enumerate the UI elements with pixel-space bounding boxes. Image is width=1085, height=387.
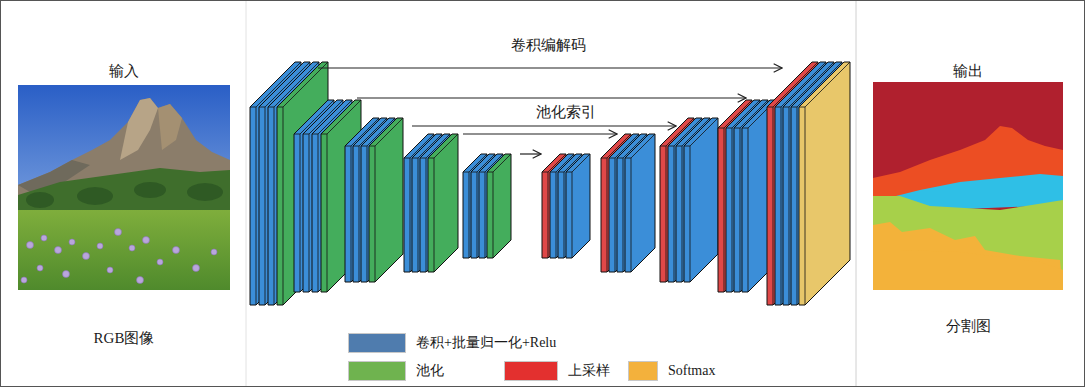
segmentation-map: [873, 82, 1063, 290]
layer-face: [799, 62, 850, 305]
pooling-index-label: 池化索引: [532, 103, 600, 123]
pooling-index-arrow: [412, 125, 676, 126]
panel-heading: 输出: [953, 62, 983, 82]
layer-edge: [684, 118, 718, 282]
layer-slab: [799, 62, 850, 305]
pooling-index-arrow: [520, 153, 541, 154]
image-panel: 输入 RGB图像: [14, 62, 234, 348]
image-panel: 输出分割图: [868, 62, 1068, 336]
connection-label: 卷积编解码: [507, 36, 590, 56]
layer-edge: [487, 154, 511, 258]
layer-face: [625, 134, 655, 272]
layer-edge: [369, 118, 403, 282]
legend-swatch: [348, 361, 406, 381]
skip-arrows: [318, 68, 782, 154]
layer-face: [566, 154, 590, 258]
layer-edge: [625, 134, 655, 272]
legend-text: Softmax: [668, 361, 715, 381]
legend-text: 池化: [416, 361, 444, 381]
layer-face: [487, 154, 511, 258]
layer-face: [369, 118, 403, 282]
input-photo: [18, 85, 230, 290]
legend-swatch: [348, 333, 406, 353]
legend-swatch: [504, 361, 558, 381]
layer-slab: [487, 154, 511, 258]
pooling-index-arrow: [357, 97, 746, 98]
panel-caption: RGB图像: [94, 329, 155, 349]
legend-swatch: [628, 361, 658, 381]
layer-stacks: [250, 62, 850, 305]
legend-text: 上采样: [568, 361, 610, 381]
layer-slab: [369, 118, 403, 282]
layer-slab: [684, 118, 718, 282]
panel-caption: 分割图: [946, 317, 991, 337]
layer-face: [428, 134, 458, 272]
layer-slab: [625, 134, 655, 272]
panel-divider: [856, 1, 857, 386]
layer-slab: [566, 154, 590, 258]
panel-heading: 输入: [109, 62, 139, 82]
layer-edge: [566, 154, 590, 258]
layer-face: [684, 118, 718, 282]
layer-edge: [799, 62, 850, 305]
panel-divider: [246, 1, 247, 386]
layer-slab: [428, 134, 458, 272]
encoder-decoder-arrow: [318, 67, 782, 68]
layer-edge: [428, 134, 458, 272]
pooling-index-arrow: [463, 133, 617, 134]
legend-text: 卷积+批量归一化+Relu: [416, 333, 556, 353]
